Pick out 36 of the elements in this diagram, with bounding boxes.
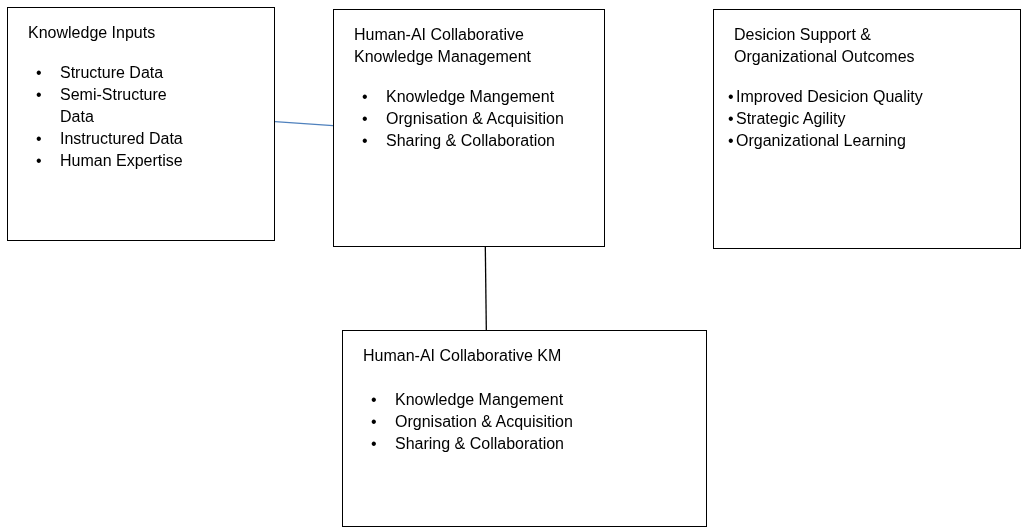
text-box: [333, 9, 605, 247]
bullet-item: Instructured Data: [60, 129, 184, 149]
bullet-marker: •: [362, 87, 369, 107]
text-box: [7, 7, 275, 241]
bullet-marker: •: [371, 434, 378, 454]
box-heading: Desicion Support & Organizational Outcomes: [734, 25, 916, 67]
bullet-item: Strategic Agility: [736, 109, 847, 129]
bullet-marker: •: [371, 390, 378, 410]
bullet-marker: •: [36, 63, 43, 83]
box-heading: Human-AI Collaborative Knowledge Management: [354, 25, 532, 67]
bullet-item: Semi-Structure Data: [60, 85, 168, 127]
bullet-item: Knowledge Mangement: [386, 87, 556, 107]
bullet-marker: •: [36, 151, 43, 171]
bullet-item: Organizational Learning: [736, 131, 907, 151]
text-box: [713, 9, 1021, 249]
bullet-item: Orgnisation & Acquisition: [395, 412, 574, 432]
box-heading: Human-AI Collaborative KM: [363, 346, 563, 366]
bullet-marker: •: [728, 87, 735, 107]
bullet-marker: •: [36, 85, 43, 105]
bullet-item: Human Expertise: [60, 151, 184, 171]
bullet-item: Improved Desicion Quality: [736, 87, 924, 107]
bullet-marker: •: [728, 109, 735, 129]
bullet-item: Sharing & Collaboration: [395, 434, 565, 454]
bullet-marker: •: [362, 131, 369, 151]
bullet-marker: •: [371, 412, 378, 432]
bullet-item: Sharing & Collaboration: [386, 131, 556, 151]
connector-line: [274, 121, 334, 127]
bullet-item: Knowledge Mangement: [395, 390, 565, 410]
bullet-marker: •: [36, 129, 43, 149]
box-heading: Knowledge Inputs: [28, 23, 157, 43]
bullet-marker: •: [362, 109, 369, 129]
bullet-marker: •: [728, 131, 735, 151]
text-box: [342, 330, 707, 527]
connector-line: [484, 246, 487, 331]
bullet-item: Orgnisation & Acquisition: [386, 109, 565, 129]
bullet-item: Structure Data: [60, 63, 165, 83]
